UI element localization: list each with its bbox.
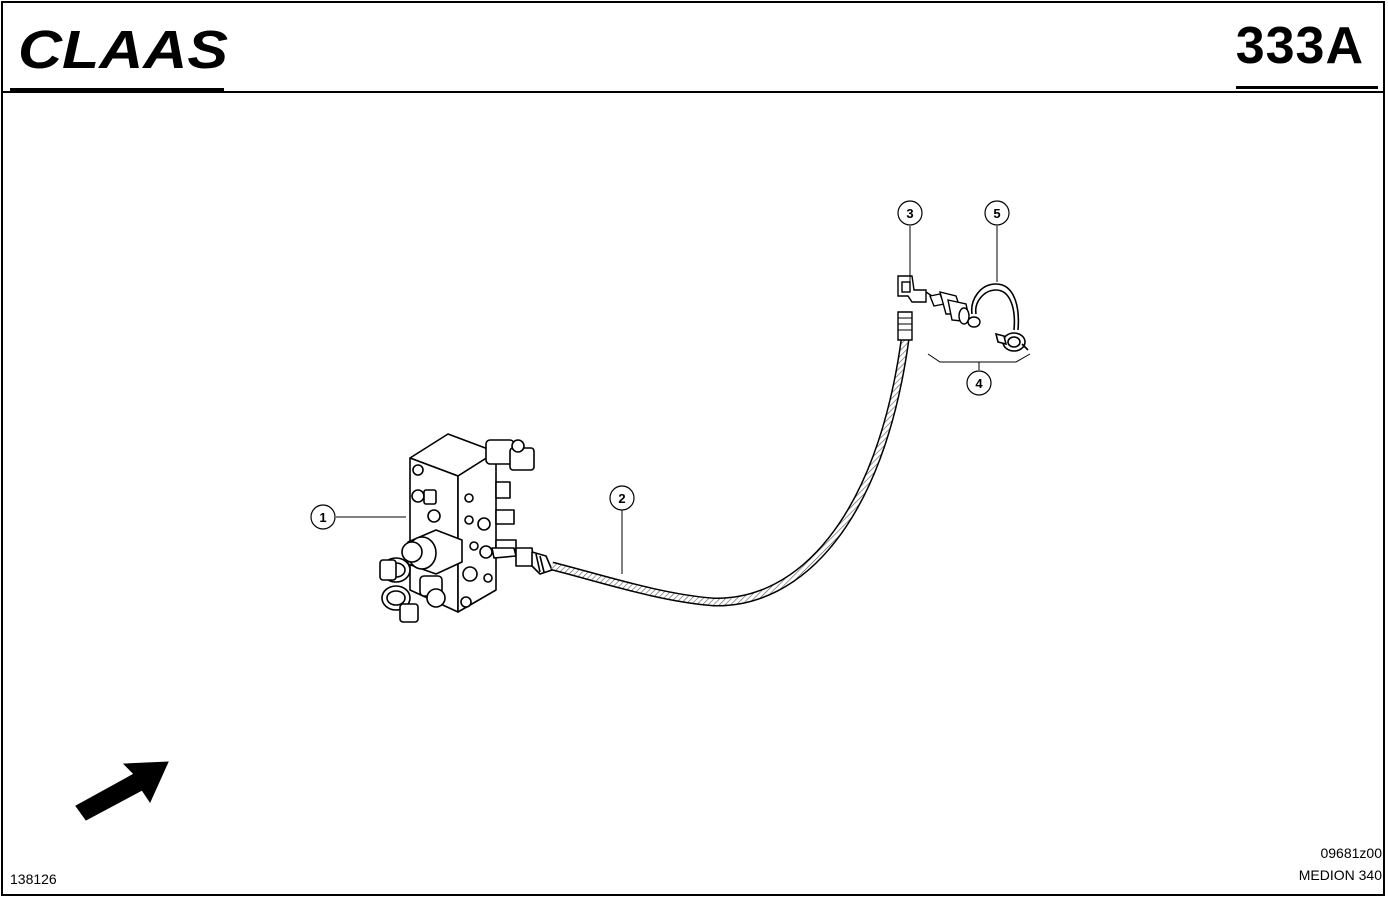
callout-5: 5 — [984, 200, 1010, 226]
callout-2-label: 2 — [618, 491, 625, 506]
callout-4: 4 — [966, 370, 992, 396]
logo-underline — [10, 88, 224, 91]
pressure-switch — [929, 291, 981, 328]
valve-block — [379, 433, 553, 623]
drawing-code: 09681z00 — [1320, 845, 1382, 861]
hydraulic-hose — [550, 311, 913, 607]
callout-5-label: 5 — [993, 206, 1000, 221]
page-number: 333A — [1235, 17, 1364, 75]
callout-3-label: 3 — [906, 206, 913, 221]
leader-lines — [336, 226, 1031, 574]
brand-logo-text: CLAAS — [18, 20, 228, 76]
header-divider — [1, 91, 1385, 93]
brand-logo: CLAAS — [18, 20, 228, 76]
machine-model: MEDION 340 — [1298, 867, 1382, 883]
callout-1: 1 — [310, 504, 336, 530]
connector-clip — [971, 283, 1029, 352]
callout-3: 3 — [897, 200, 923, 226]
elbow-fitting — [897, 275, 933, 303]
callout-4-label: 4 — [975, 376, 983, 391]
callout-1-label: 1 — [319, 510, 326, 525]
callout-2: 2 — [609, 485, 635, 511]
sheet-code: 138126 — [10, 871, 57, 887]
page-number-underline — [1236, 86, 1378, 89]
direction-arrow-icon — [75, 761, 169, 821]
